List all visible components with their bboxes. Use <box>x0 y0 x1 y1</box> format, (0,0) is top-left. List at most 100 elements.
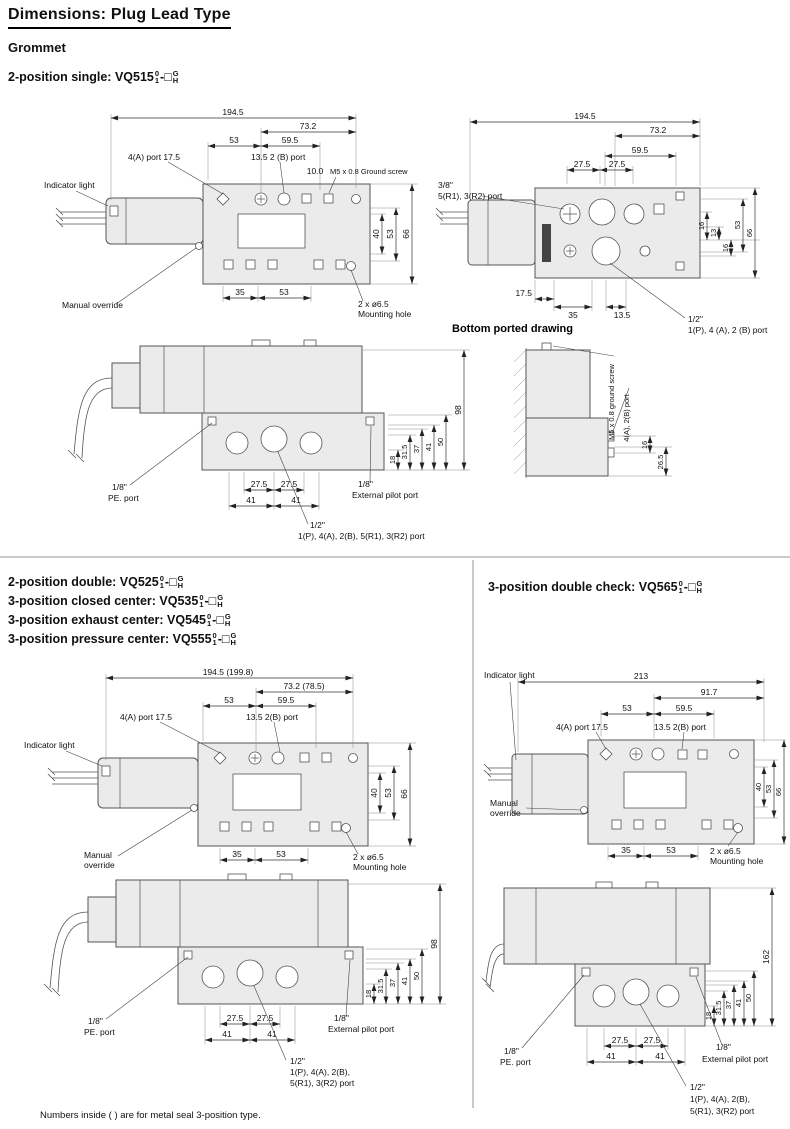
label-mounting-hole: Mounting hole <box>710 856 764 866</box>
dim-41: 41 <box>734 999 743 1007</box>
dim-27-5-b: 27.5 <box>644 1035 661 1045</box>
dim-26-5: 26.5 <box>656 455 665 470</box>
dim-41: 41 <box>400 977 409 985</box>
label-port-b: 13.5 2(B) port <box>246 712 299 722</box>
dim-13: 13 <box>709 229 718 237</box>
drawing-top-view-double: 194.5 (199.8) 73.2 (78.5) 53 59.5 4(A) p… <box>24 667 416 872</box>
dim-41: 41 <box>424 443 433 451</box>
dim-40: 40 <box>371 229 381 239</box>
dim-53: 53 <box>733 221 742 229</box>
label-pe-port: PE. port <box>108 493 139 503</box>
dim-41-b: 41 <box>655 1051 665 1061</box>
label-manual: Manual <box>490 798 518 808</box>
label-ep-port: External pilot port <box>702 1054 769 1064</box>
drawing-side-view-doublecheck: 18 31.5 37 41 50 162 27.5 27.5 41 41 1/8… <box>481 881 776 1116</box>
caption-bottom-ported: Bottom ported drawing <box>452 323 573 335</box>
valve-shape <box>435 187 701 279</box>
dimensions: 18 31.5 37 41 50 98 27.5 27.5 41 41 1/8"… <box>108 349 470 541</box>
dim-59-5: 59.5 <box>282 135 299 145</box>
valve-shape <box>513 342 615 478</box>
dimensions: 194.5 73.2 53 59.5 4(A) port 17.5 13.5 2… <box>44 107 418 319</box>
label-manual-override: Manual override <box>62 300 123 310</box>
valve-shape <box>481 881 711 1027</box>
dim-35: 35 <box>235 287 245 297</box>
label-pe-size: 1/8" <box>112 482 127 492</box>
dim-73-2: 73.2 <box>650 125 667 135</box>
label-port-a: 4(A) port 17.5 <box>120 712 172 722</box>
dim-31-5: 31.5 <box>400 445 409 460</box>
page-title: Dimensions: Plug Lead Type <box>8 6 231 29</box>
label-p-ports: 1(P), 4(A), 2(B), 5(R1), 3(R2) port <box>298 531 425 541</box>
dim-27-5-b: 27.5 <box>257 1013 274 1023</box>
dim-91-7: 91.7 <box>701 687 718 697</box>
label-mounting-qty: 2 x ø6.5 <box>710 846 741 856</box>
label-p-ports-2: 5(R1), 3(R2) port <box>690 1106 755 1116</box>
footnote: Numbers inside ( ) are for metal seal 3-… <box>40 1110 261 1121</box>
label-port-a: 4(A) port 17.5 <box>556 722 608 732</box>
dim-27-5-a: 27.5 <box>227 1013 244 1023</box>
label-p-ports-2: 5(R1), 3(R2) port <box>290 1078 355 1088</box>
dim-16: 16 <box>640 441 649 449</box>
drawing-side-view-double: 18 31.5 37 41 50 98 27.5 27.5 41 41 1/8"… <box>43 873 446 1088</box>
dim-59-5: 59.5 <box>676 703 693 713</box>
label-ground-screw: M5 x 0.8 Ground screw <box>330 167 408 176</box>
dim-18: 18 <box>704 1012 713 1020</box>
label-port-b: 13.5 2(B) port <box>654 722 707 732</box>
dim-98: 98 <box>453 405 463 415</box>
label-p-size: 1/2" <box>290 1056 305 1066</box>
dim-41-b: 41 <box>291 495 301 505</box>
drawing-side-view-single: 18 31.5 37 41 50 98 27.5 27.5 41 41 1/8"… <box>67 339 470 541</box>
dim-59-5: 59.5 <box>632 145 649 155</box>
dim-41-b: 41 <box>267 1029 277 1039</box>
label-ep-size: 1/8" <box>716 1042 731 1052</box>
label-mounting-hole: Mounting hole <box>353 862 407 872</box>
dim-13-5: 13.5 <box>614 310 631 320</box>
dim-53-right: 53 <box>764 785 773 793</box>
label-indicator-light: Indicator light <box>484 670 535 680</box>
dim-35: 35 <box>232 849 242 859</box>
valve-shape <box>43 873 364 1005</box>
dim-16-a: 16 <box>697 222 706 230</box>
dim-16-b: 16 <box>721 244 730 252</box>
dim-66: 66 <box>774 788 783 796</box>
dim-17-5: 17.5 <box>515 288 532 298</box>
dim-53-top: 53 <box>224 695 234 705</box>
dim-37: 37 <box>724 1001 733 1009</box>
dim-98: 98 <box>429 939 439 949</box>
label-r-ports: 5(R1), 3(R2) port <box>438 191 503 201</box>
dim-41-a: 41 <box>246 495 256 505</box>
dim-53-top: 53 <box>229 135 239 145</box>
label-mounting-hole: Mounting hole <box>358 309 412 319</box>
dim-27-5-a: 27.5 <box>612 1035 629 1045</box>
label-override: override <box>490 808 521 818</box>
valve-shape <box>55 183 371 285</box>
valve-shape <box>47 742 369 847</box>
label-p-port-size: 1/2" <box>688 314 703 324</box>
dim-66: 66 <box>401 229 411 239</box>
dim-59-5: 59.5 <box>278 695 295 705</box>
label-pe-port: PE. port <box>500 1057 531 1067</box>
dim-73-2-78-5: 73.2 (78.5) <box>283 681 324 691</box>
dim-50: 50 <box>412 972 421 980</box>
dim-41-a: 41 <box>606 1051 616 1061</box>
label-mounting-qty: 2 x ø6.5 <box>353 852 384 862</box>
label-p-ports-1: 1(P), 4(A), 2(B), <box>290 1067 350 1077</box>
dim-overall-194-5-199-8: 194.5 (199.8) <box>203 667 254 677</box>
label-indicator-light: Indicator light <box>24 740 75 750</box>
dim-27-5-a: 27.5 <box>251 479 268 489</box>
label-manual: Manual <box>84 850 112 860</box>
label-pe-size: 1/8" <box>88 1016 103 1026</box>
label-override: override <box>84 860 115 870</box>
dimensions: Indicator light 213 91.7 53 59.5 4(A) po… <box>484 670 787 866</box>
heading-text: 2-position single: VQ515 <box>8 70 154 84</box>
dim-53-bottom: 53 <box>276 849 286 859</box>
dim-53-right: 53 <box>385 229 395 239</box>
dimensions: 194.5 (199.8) 73.2 (78.5) 53 59.5 4(A) p… <box>24 667 416 872</box>
label-r-port-size: 3/8" <box>438 180 453 190</box>
dim-35: 35 <box>621 845 631 855</box>
